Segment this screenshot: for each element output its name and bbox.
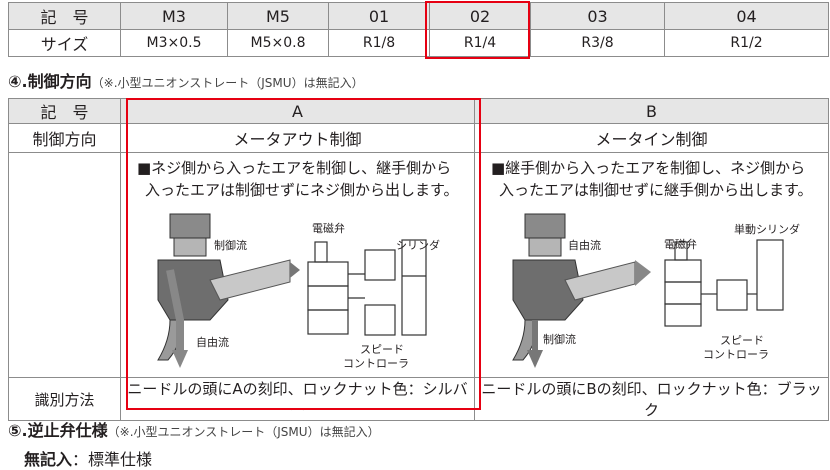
- section4-note: （※.小型ユニオンストレート（JSMU）は無記入）: [91, 76, 364, 90]
- port-size-02: R1/4: [429, 29, 531, 57]
- port-size-04: R1/2: [664, 29, 829, 57]
- spec-label: 無記入: [24, 450, 73, 469]
- section4-title: 制御方向: [27, 72, 92, 91]
- port-size-table: 記 号 M3 M5 01 02 03 04 サイズ M3×0.5 M5×0.8 …: [8, 2, 829, 57]
- section5-title: 逆止弁仕様: [27, 421, 108, 440]
- port-code-row: 記 号 M3 M5 01 02 03 04: [8, 2, 829, 30]
- direction-a: メータアウト制御: [120, 123, 475, 153]
- section5-number: ⑤.: [8, 421, 28, 440]
- fitting-a-icon: [157, 213, 300, 368]
- description-b-line1: ■継手側から入ったエアを制御し、ネジ側から: [491, 159, 806, 177]
- selected-port-highlight: [425, 1, 530, 59]
- section5-heading: ⑤.逆止弁仕様（※.小型ユニオンストレート（JSMU）は無記入）: [8, 417, 380, 441]
- label-a-control-flow: 制御流: [214, 239, 247, 252]
- control-header-label: 記 号: [8, 98, 121, 124]
- control-code-a: A: [120, 98, 475, 124]
- port-code-m3: M3: [120, 2, 228, 30]
- port-code-04: 04: [664, 2, 829, 30]
- label-b-solenoid: 電磁弁: [664, 238, 697, 251]
- spec-line: 無記入：標準仕様: [24, 446, 152, 470]
- port-size-01: R1/8: [328, 29, 430, 57]
- port-size-label: サイズ: [8, 29, 121, 57]
- circuit-a-diagram: [307, 239, 427, 336]
- section5-note: （※.小型ユニオンストレート（JSMU）は無記入）: [107, 425, 380, 439]
- control-code-b: B: [474, 98, 829, 124]
- description-b-line2: 入ったエアは制御せずに継手側から出します。: [499, 181, 813, 199]
- label-b-controller: コントローラ: [703, 348, 769, 361]
- control-direction-row: 制御方向 メータアウト制御 メータイン制御: [8, 123, 829, 153]
- circuit-b-diagram: [664, 239, 784, 327]
- identification-label: 識別方法: [8, 377, 121, 421]
- port-size-m5: M5×0.8: [227, 29, 329, 57]
- control-code-row: 記 号 A B: [8, 98, 829, 124]
- section4-heading: ④.制御方向（※.小型ユニオンストレート（JSMU）は無記入）: [8, 68, 364, 92]
- label-b-cylinder: 単動シリンダ: [734, 223, 800, 236]
- label-a-free-flow: 自由流: [196, 336, 229, 349]
- spec-value: ：標準仕様: [72, 450, 153, 469]
- label-a-solenoid: 電磁弁: [312, 222, 345, 235]
- direction-b: メータイン制御: [474, 123, 829, 153]
- label-b-control-flow: 制御流: [543, 333, 576, 346]
- fitting-b-icon: [512, 213, 651, 368]
- label-a-controller: コントローラ: [343, 357, 409, 370]
- identification-row: 識別方法 ニードルの頭にAの刻印、ロックナット色：シルバー ニードルの頭にBの刻…: [8, 377, 829, 421]
- section4-number: ④.: [8, 72, 28, 91]
- control-direction-label: 制御方向: [8, 123, 121, 153]
- port-size-row: サイズ M3×0.5 M5×0.8 R1/8 R1/4 R3/8 R1/2: [8, 29, 829, 57]
- label-a-speed: スピード: [360, 343, 404, 356]
- label-b-free-flow: 自由流: [568, 239, 601, 252]
- port-code-01: 01: [328, 2, 430, 30]
- port-size-03: R3/8: [530, 29, 665, 57]
- description-a-line2: 入ったエアは制御せずにネジ側から出します。: [145, 181, 459, 199]
- identification-b: ニードルの頭にBの刻印、ロックナット色：ブラック: [474, 377, 829, 421]
- meter-in-illustration: [512, 213, 784, 368]
- label-b-speed: スピード: [720, 334, 764, 347]
- port-code-02: 02: [429, 2, 531, 30]
- label-a-cylinder: シリンダ: [396, 239, 440, 252]
- port-code-03: 03: [530, 2, 665, 30]
- port-size-m3: M3×0.5: [120, 29, 228, 57]
- port-code-m5: M5: [227, 2, 329, 30]
- control-direction-table: 記 号 A B 制御方向 メータアウト制御 メータイン制御 ■ネジ側から入ったエ…: [8, 98, 829, 421]
- selected-control-highlight: [126, 98, 481, 410]
- description-a-line1: ■ネジ側から入ったエアを制御し、継手側から: [137, 159, 452, 177]
- meter-out-illustration: [157, 213, 427, 368]
- port-header-label: 記 号: [8, 2, 121, 30]
